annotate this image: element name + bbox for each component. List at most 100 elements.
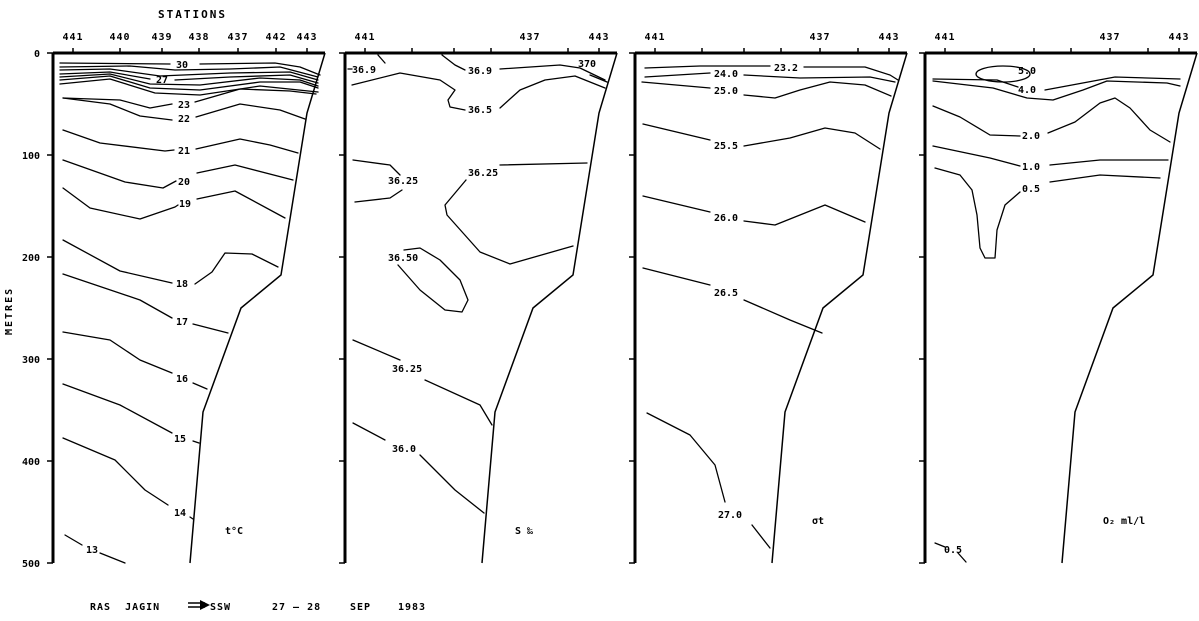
contour-line (352, 422, 386, 441)
contour-line (397, 247, 469, 313)
contour-line (62, 239, 173, 284)
contour-line (59, 78, 319, 96)
contour-line (354, 189, 403, 203)
station-label: 437 (519, 32, 540, 43)
contour-label: 5.0 (1018, 66, 1036, 77)
contour-label: 36.5 (468, 105, 492, 116)
contour-label: 370 (578, 59, 596, 70)
contour-line (499, 162, 588, 166)
contour-line (62, 97, 173, 121)
station-label: 437 (809, 32, 830, 43)
contour-label: 23 (178, 100, 190, 111)
contour-line (62, 331, 173, 374)
contour-line (646, 412, 726, 503)
station-label: 441 (354, 32, 375, 43)
contour-label: 25.0 (714, 86, 738, 97)
contour-line (352, 159, 401, 176)
contour-line (196, 190, 286, 219)
caption: RAS JAGIN SSW 27 — 28 SEP 1983 (90, 600, 426, 613)
contour-label: 36.25 (392, 364, 422, 375)
contour-label: 20 (178, 177, 190, 188)
contour-line (99, 552, 126, 564)
contour-line (751, 524, 771, 549)
contour-label: 27.0 (718, 510, 742, 521)
caption-year: 1983 (398, 602, 426, 613)
caption-place: RAS JAGIN (90, 602, 160, 613)
contour-line (642, 267, 711, 286)
y-tick-label: 0 (34, 49, 40, 60)
contour-line (199, 62, 321, 76)
contour-line (743, 299, 823, 334)
contour-line (59, 75, 319, 91)
contour-line (192, 440, 200, 444)
station-label: 441 (934, 32, 955, 43)
contour-label: 1.0 (1022, 162, 1040, 173)
contour-line (441, 54, 466, 71)
contour-line (975, 65, 1031, 83)
contour-label: 23.2 (774, 63, 798, 74)
contour-label: 2.0 (1022, 131, 1040, 142)
contour-label: 36.50 (388, 253, 418, 264)
contour-line (934, 167, 1021, 259)
seafloor-boundary (481, 52, 618, 564)
contour-line (62, 159, 177, 189)
contour-line (195, 103, 306, 120)
variable-label: O₂ ml/l (1103, 516, 1145, 527)
contour-line (642, 195, 711, 213)
contour-label: 36.25 (468, 168, 498, 179)
y-tick-label: 100 (22, 151, 40, 162)
contour-line (743, 74, 896, 83)
contour-line (174, 74, 319, 84)
contour-line (424, 379, 493, 426)
contour-line (194, 252, 279, 285)
contour-line (1049, 174, 1161, 183)
contour-label: 22 (178, 114, 190, 125)
contour-line (59, 68, 319, 81)
contour-label: 27 (156, 75, 168, 86)
contour-line (932, 78, 1019, 88)
station-label: 439 (151, 32, 172, 43)
contour-line (499, 64, 606, 81)
variable-label: S ‰ (515, 526, 534, 537)
contour-line (64, 534, 83, 546)
station-label: 437 (227, 32, 248, 43)
contour-label: 13 (86, 545, 98, 556)
contour-line (351, 72, 466, 111)
contour-line (743, 127, 881, 150)
contour-label: 36.9 (352, 65, 376, 76)
contour-line (59, 65, 319, 78)
contour-label: 0.5 (944, 545, 962, 556)
contour-line (194, 88, 317, 103)
contour-label: 16 (176, 374, 188, 385)
contour-line (62, 129, 175, 152)
y-tick-label: 500 (22, 559, 40, 570)
contour-label: 26.0 (714, 213, 738, 224)
contour-label: 36.25 (388, 176, 418, 187)
contour-label: 21 (178, 146, 190, 157)
contour-label: 15 (174, 434, 186, 445)
contour-line (59, 71, 151, 80)
contour-line (189, 516, 194, 520)
contour-label: 4.0 (1018, 85, 1036, 96)
contour-line (644, 65, 771, 69)
contour-line (743, 81, 892, 99)
contour-line (62, 437, 169, 506)
contour-line (641, 81, 711, 89)
contour-label: 25.5 (714, 141, 738, 152)
contour-label: 0.5 (1022, 184, 1040, 195)
contour-line (62, 273, 173, 319)
contour-label: 24.0 (714, 69, 738, 80)
seafloor-boundary (1061, 52, 1198, 564)
contour-line (196, 164, 294, 181)
contour-line (1049, 159, 1169, 166)
station-label: 442 (265, 32, 286, 43)
y-tick-label: 200 (22, 253, 40, 264)
contour-label: 30 (176, 60, 188, 71)
station-label: 441 (62, 32, 83, 43)
contour-label: 19 (179, 199, 191, 210)
contour-line (1044, 76, 1181, 91)
